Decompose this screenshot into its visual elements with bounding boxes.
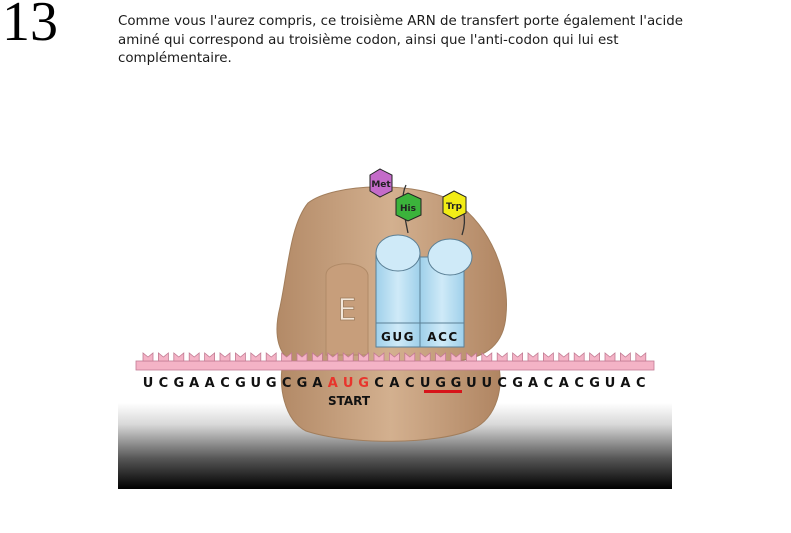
- mrna-base: A: [528, 376, 538, 391]
- met-label: Met: [371, 180, 391, 190]
- anticodon-2: ACC: [427, 330, 458, 344]
- mrna-base: U: [420, 376, 431, 391]
- mrna-nucleotide: [435, 352, 446, 362]
- codon-underline: [424, 390, 462, 393]
- mrna-base: U: [605, 376, 616, 391]
- mrna-base: G: [512, 376, 523, 391]
- e-site-label: E: [338, 293, 357, 328]
- trp-amino-acid: [442, 190, 467, 220]
- mrna-nucleotide: [342, 352, 354, 362]
- mrna-nucleotide: [327, 352, 339, 362]
- mrna-base: C: [544, 376, 554, 391]
- mrna-strand: [135, 352, 655, 371]
- trp-label: Trp: [446, 202, 463, 212]
- mrna-nucleotide: [543, 352, 554, 362]
- mrna-base: U: [482, 376, 493, 391]
- mrna-nucleotide: [188, 352, 200, 362]
- mrna-nucleotide: [158, 352, 169, 362]
- mrna-nucleotide: [312, 352, 323, 362]
- mrna-base: C: [220, 376, 230, 391]
- mrna-nucleotide: [281, 352, 292, 362]
- trna-trp: [419, 238, 473, 348]
- mrna-nucleotide: [466, 352, 477, 362]
- mrna-base: C: [282, 376, 292, 391]
- mrna-nucleotide: [589, 352, 600, 362]
- mrna-nucleotide: [512, 352, 523, 362]
- mrna-nucleotide: [373, 352, 385, 362]
- start-codon-base: A: [328, 376, 338, 391]
- met-amino-acid: [369, 168, 393, 198]
- mrna-nucleotide: [219, 352, 231, 362]
- mrna-nucleotide: [481, 352, 493, 362]
- caption-text: Comme vous l'aurez compris, ce troisième…: [118, 14, 683, 67]
- mrna-base: A: [559, 376, 569, 391]
- mrna-nucleotide: [496, 352, 508, 362]
- mrna-nucleotide: [450, 352, 462, 362]
- mrna-nucleotide: [635, 352, 647, 362]
- start-codon-base: U: [343, 376, 354, 391]
- mrna-base: A: [205, 376, 215, 391]
- mrna-base: A: [189, 376, 199, 391]
- mrna-nucleotide: [296, 352, 308, 362]
- mrna-nucleotide: [527, 352, 539, 362]
- his-amino-acid: [395, 192, 422, 222]
- mrna-base: C: [574, 376, 584, 391]
- mrna-base: G: [297, 376, 308, 391]
- mrna-nucleotide: [358, 352, 369, 362]
- mrna-nucleotide: [604, 352, 616, 362]
- mrna-base: G: [173, 376, 184, 391]
- mrna-nucleotide: [204, 352, 215, 362]
- step-number: 13: [2, 0, 58, 53]
- mrna-nucleotide: [404, 352, 416, 362]
- mrna-base: A: [389, 376, 399, 391]
- mrna-nucleotide: [250, 352, 262, 362]
- mrna-base: U: [251, 376, 262, 391]
- ribosome-small-subunit: [280, 362, 501, 442]
- mrna-base: U: [143, 376, 154, 391]
- mrna-base: G: [589, 376, 600, 391]
- e-site: [325, 263, 369, 356]
- mrna-base: A: [312, 376, 322, 391]
- mrna-base: G: [435, 376, 446, 391]
- mrna-base: C: [159, 376, 169, 391]
- mrna-base: C: [405, 376, 415, 391]
- mrna-nucleotide: [389, 352, 400, 362]
- mrna-nucleotide: [235, 352, 246, 362]
- start-label: START: [328, 394, 371, 408]
- mrna-base: A: [620, 376, 630, 391]
- mrna-backbone: [135, 360, 655, 371]
- mrna-nucleotide: [573, 352, 585, 362]
- mrna-base: C: [374, 376, 384, 391]
- mrna-base: G: [235, 376, 246, 391]
- mrna-nucleotide: [142, 352, 154, 362]
- mrna-nucleotide: [558, 352, 570, 362]
- mrna-base: G: [451, 376, 462, 391]
- mrna-base: C: [636, 376, 646, 391]
- mrna-base: U: [466, 376, 477, 391]
- mrna-nucleotide: [265, 352, 277, 362]
- mrna-nucleotide: [419, 352, 431, 362]
- mrna-nucleotide: [173, 352, 185, 362]
- mrna-base: G: [266, 376, 277, 391]
- mrna-base: C: [497, 376, 507, 391]
- his-label: His: [400, 204, 416, 214]
- start-codon-base: G: [358, 376, 369, 391]
- mrna-nucleotide: [620, 352, 631, 362]
- anticodon-1: GUG: [381, 330, 415, 344]
